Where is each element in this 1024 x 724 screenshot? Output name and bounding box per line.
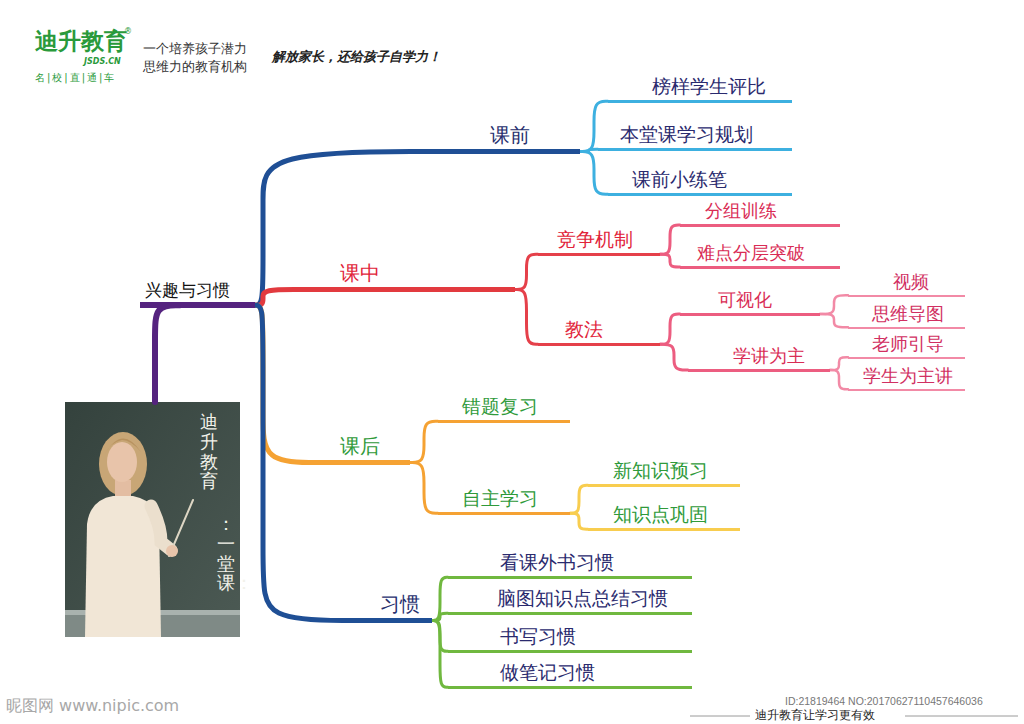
branch-topic: 难点分层突破 xyxy=(680,242,840,269)
branch-topic: 课中 xyxy=(300,261,515,292)
topic-text: 竞争机制 xyxy=(557,228,633,252)
footer-slogan: 迪升教育让学习更有效 xyxy=(755,709,875,722)
branch-line xyxy=(155,305,180,402)
branch-line xyxy=(830,370,848,389)
hair-top xyxy=(105,438,141,454)
logo-motto: 名|校|直|通|车 xyxy=(35,72,116,85)
logo-url: JSDS.CN xyxy=(84,57,121,67)
branch-line xyxy=(410,421,438,462)
topic-text: 兴趣与习惯 xyxy=(145,280,230,301)
topic-text: 视频 xyxy=(893,271,929,294)
branch-line xyxy=(830,357,848,370)
topic-text: 错题复习 xyxy=(462,395,538,419)
branch-topic: 课后 xyxy=(318,434,410,465)
branch-topic: 教法 xyxy=(538,318,660,346)
topic-text: 课中 xyxy=(340,261,380,286)
branch-line xyxy=(432,621,448,688)
topic-text: 课后 xyxy=(340,434,380,459)
topic-text: 看课外书习惯 xyxy=(500,551,614,575)
branch-topic: 错题复习 xyxy=(438,395,570,423)
branch-topic: 思维导图 xyxy=(848,303,965,329)
watermark-id: ID:21819464 NO:20170627110457646036 xyxy=(785,695,983,708)
topic-text: 教法 xyxy=(565,318,603,342)
topic-text: 课前小练笔 xyxy=(632,168,727,192)
branch-line xyxy=(255,152,440,306)
registered-mark: ® xyxy=(124,27,132,37)
branch-topic: 看课外书习惯 xyxy=(448,551,692,579)
branch-line xyxy=(255,290,300,306)
logo-text: 迪升教育 xyxy=(35,27,127,56)
branch-topic: 老师引导 xyxy=(848,333,965,359)
topic-text: 学讲为主 xyxy=(733,345,805,368)
branch-topic: 榜样学生评比 xyxy=(608,75,792,103)
branch-topic: 做笔记习惯 xyxy=(448,661,692,689)
branch-topic: 分组训练 xyxy=(680,200,840,227)
topic-text: 老师引导 xyxy=(872,333,944,356)
hand xyxy=(166,545,178,557)
topic-text: 本堂课学习规划 xyxy=(620,123,753,147)
chalk-text: 迪升教育 xyxy=(200,412,218,491)
topic-text: 学生为主讲 xyxy=(863,365,953,388)
branch-line xyxy=(570,485,588,513)
branch-line xyxy=(660,314,680,344)
branch-topic: 书写习惯 xyxy=(448,625,692,653)
branch-topic: 竞争机制 xyxy=(538,228,660,256)
root-topic: 兴趣与习惯 xyxy=(140,280,255,308)
branch-topic: 学讲为主 xyxy=(688,345,830,372)
topic-text: 习惯 xyxy=(380,592,420,617)
topic-text: 分组训练 xyxy=(705,200,777,223)
branch-topic: 习惯 xyxy=(358,592,432,623)
branch-line xyxy=(820,314,848,327)
arm xyxy=(151,506,171,550)
branch-line xyxy=(570,513,588,529)
topic-text: 知识点巩固 xyxy=(613,503,708,527)
branch-line xyxy=(660,254,680,267)
watermark: 昵图网 www.nipic.com xyxy=(6,696,179,716)
footer-rule xyxy=(690,716,750,717)
branch-topic: 学生为主讲 xyxy=(848,365,965,391)
topic-text: 难点分层突破 xyxy=(697,242,805,265)
topic-text: 自主学习 xyxy=(462,487,538,511)
chalk-text: ：一堂课： xyxy=(217,514,235,593)
photo-board: 迪升教育 ：一堂课： xyxy=(65,402,240,637)
topic-text: 可视化 xyxy=(718,289,772,312)
chalkboard xyxy=(65,402,240,637)
branch-topic: 新知识预习 xyxy=(588,459,740,487)
branch-line xyxy=(660,225,680,254)
slogan: 解放家长，还给孩子自学力！ xyxy=(272,49,441,65)
footer-rule xyxy=(905,716,1018,717)
topic-text: 新知识预习 xyxy=(613,459,708,483)
topic-text: 课前 xyxy=(490,123,530,148)
branch-line xyxy=(432,577,448,620)
face xyxy=(107,442,137,482)
branch-line xyxy=(515,290,538,345)
branch-topic: 视频 xyxy=(848,271,965,297)
branch-line xyxy=(580,152,608,195)
branch-line xyxy=(580,101,608,151)
topic-text: 书写习惯 xyxy=(500,625,576,649)
branch-topic: 脑图知识点总结习惯 xyxy=(448,587,692,615)
topic-text: 脑图知识点总结习惯 xyxy=(497,587,668,611)
branch-topic: 自主学习 xyxy=(438,487,570,515)
topic-text: 思维导图 xyxy=(872,303,944,326)
topic-text: 榜样学生评比 xyxy=(652,75,766,99)
branch-topic: 课前 xyxy=(440,123,580,154)
branch-topic: 知识点巩固 xyxy=(588,503,740,531)
branch-topic: 可视化 xyxy=(680,289,820,316)
branch-line xyxy=(660,344,688,370)
branch-line xyxy=(410,463,438,514)
branch-line xyxy=(515,254,538,289)
branch-topic: 课前小练笔 xyxy=(608,168,792,196)
topic-text: 做笔记习惯 xyxy=(500,661,595,685)
branch-line xyxy=(820,295,848,314)
tagline: 一个培养孩子潜力 思维力的教育机构 xyxy=(143,40,252,75)
branch-topic: 本堂课学习规划 xyxy=(598,123,792,151)
